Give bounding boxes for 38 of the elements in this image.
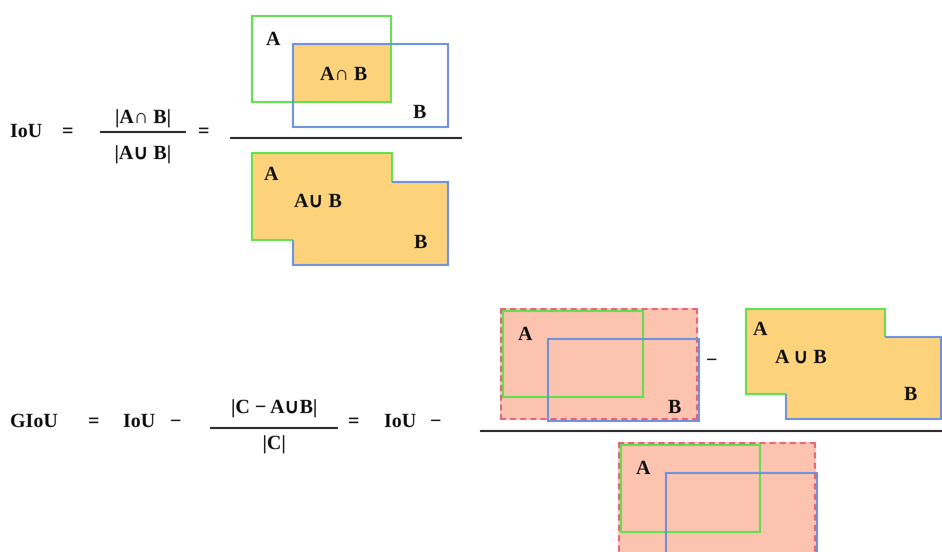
- set-b-outline: [292, 43, 449, 128]
- minus-sign: −: [430, 410, 442, 432]
- set-label: B: [904, 383, 918, 405]
- set-label: A: [266, 28, 280, 50]
- set-label: A: [264, 163, 278, 185]
- fraction-numerator: |A∩ B|: [115, 106, 171, 128]
- set-a-outline: [620, 444, 761, 533]
- minus-sign: −: [170, 410, 182, 432]
- set-a-outline: [251, 15, 392, 103]
- intersection-region: [292, 43, 392, 103]
- equals-sign: =: [348, 410, 360, 432]
- minus-sign: −: [706, 349, 718, 371]
- fraction-denominator: |C|: [262, 432, 286, 454]
- equals-sign: =: [88, 410, 100, 432]
- enclosing-box: [618, 442, 816, 552]
- set-b-outline: [665, 472, 818, 552]
- set-label: A: [636, 457, 650, 479]
- equals-sign: =: [62, 120, 74, 142]
- union-region: [745, 308, 942, 420]
- formula-term: IoU: [384, 410, 416, 432]
- set-label: B: [413, 101, 426, 123]
- union-region: [251, 152, 449, 266]
- formula-term: IoU: [10, 120, 42, 142]
- set-label: B: [668, 396, 682, 418]
- set-label: A: [518, 323, 532, 345]
- set-label: A ∪ B: [775, 346, 827, 368]
- set-label: A: [753, 318, 768, 340]
- set-b-outline: [547, 338, 700, 422]
- fraction-numerator: |C − A∪B|: [231, 396, 318, 418]
- set-label: B: [414, 231, 428, 253]
- set-label: A∪ B: [294, 190, 342, 212]
- equals-sign: =: [198, 120, 210, 142]
- formula-term: GIoU: [10, 410, 58, 432]
- formula-term: IoU: [123, 410, 156, 432]
- set-a-outline: [502, 310, 644, 398]
- fraction-denominator: |A∪ B|: [114, 142, 172, 164]
- enclosing-box: [500, 308, 698, 420]
- set-label: A∩ B: [320, 63, 368, 85]
